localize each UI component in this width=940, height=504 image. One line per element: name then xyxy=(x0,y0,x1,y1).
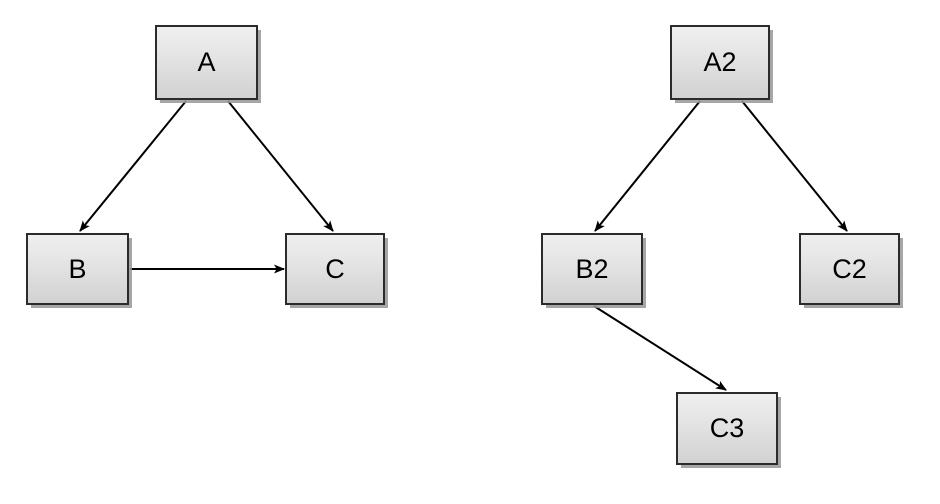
edge-a2-to-c2 xyxy=(741,100,848,232)
node-b2[interactable]: B2 xyxy=(541,233,643,305)
node-label: B xyxy=(68,253,87,284)
node-label: A xyxy=(197,47,216,77)
node-label: C xyxy=(325,253,345,284)
edge-a-to-b xyxy=(79,100,187,232)
node-b[interactable]: B xyxy=(26,233,129,305)
node-label: A2 xyxy=(703,47,737,77)
node-c2[interactable]: C2 xyxy=(799,233,900,305)
edge-b2-to-c3 xyxy=(593,305,727,391)
edge-a-to-c xyxy=(227,100,334,232)
node-a[interactable]: A xyxy=(155,25,258,100)
node-c3[interactable]: C3 xyxy=(676,392,778,465)
node-label: C3 xyxy=(709,413,745,443)
edges-group xyxy=(79,100,848,391)
node-label: B2 xyxy=(575,253,609,284)
node-a2[interactable]: A2 xyxy=(670,25,770,100)
edge-a2-to-b2 xyxy=(594,100,701,232)
node-label: C2 xyxy=(832,253,867,284)
node-c[interactable]: C xyxy=(285,233,385,305)
